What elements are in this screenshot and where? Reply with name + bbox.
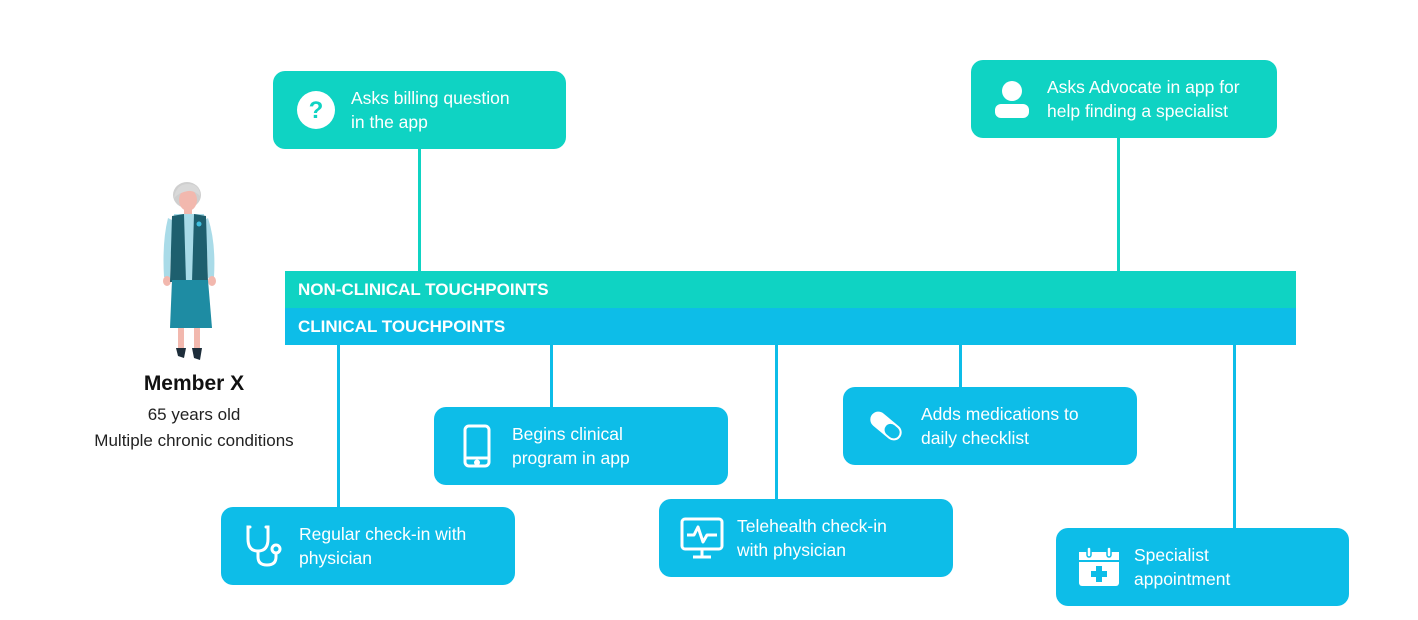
member-age: 65 years old (147, 405, 241, 424)
non-clinical-band-label: NON-CLINICAL TOUCHPOINTS (298, 279, 549, 299)
stethoscope-icon (241, 523, 287, 569)
connector-telehealth (775, 344, 778, 500)
monitor-heartbeat-icon (679, 515, 725, 561)
telehealth-card: Telehealth check-in with physician (659, 499, 953, 577)
non-clinical-touchpoints-band: NON-CLINICAL TOUCHPOINTS (285, 271, 1296, 308)
pill-icon (863, 403, 909, 449)
medications-card: Adds medications to daily checklist (843, 387, 1137, 465)
member-avatar (158, 182, 224, 364)
card-text: Adds medications to daily checklist (921, 404, 1079, 448)
card-text: Asks billing question in the app (351, 88, 510, 132)
phone-icon (454, 423, 500, 469)
advocate-card: Asks Advocate in app for help finding a … (971, 60, 1277, 138)
card-text: Specialist appointment (1134, 545, 1231, 589)
member-conditions: Multiple chronic conditions (94, 431, 294, 450)
person-icon (989, 76, 1035, 122)
specialist-appointment-card: Specialist appointment (1056, 528, 1349, 606)
connector-clinical-program (550, 344, 553, 408)
card-text: Regular check-in with physician (299, 524, 467, 568)
card-text: Asks Advocate in app for help finding a … (1047, 77, 1240, 121)
connector-checkin (337, 344, 340, 508)
regular-checkin-card: Regular check-in with physician (221, 507, 515, 585)
question-icon: ? (293, 87, 339, 133)
clinical-program-card: Begins clinical program in app (434, 407, 728, 485)
connector-medications (959, 344, 962, 388)
card-text: Begins clinical program in app (512, 424, 630, 468)
connector-specialist (1233, 344, 1236, 529)
clinical-band-label: CLINICAL TOUCHPOINTS (298, 316, 506, 336)
calendar-plus-icon (1076, 544, 1122, 590)
card-text: Telehealth check-in with physician (737, 516, 887, 560)
connector-advocate (1117, 137, 1120, 272)
svg-text:?: ? (309, 97, 324, 124)
member-name: Member X (143, 372, 245, 395)
billing-question-card: ? Asks billing question in the app (273, 71, 566, 149)
clinical-touchpoints-band: CLINICAL TOUCHPOINTS (285, 308, 1296, 345)
connector-billing (418, 148, 421, 272)
